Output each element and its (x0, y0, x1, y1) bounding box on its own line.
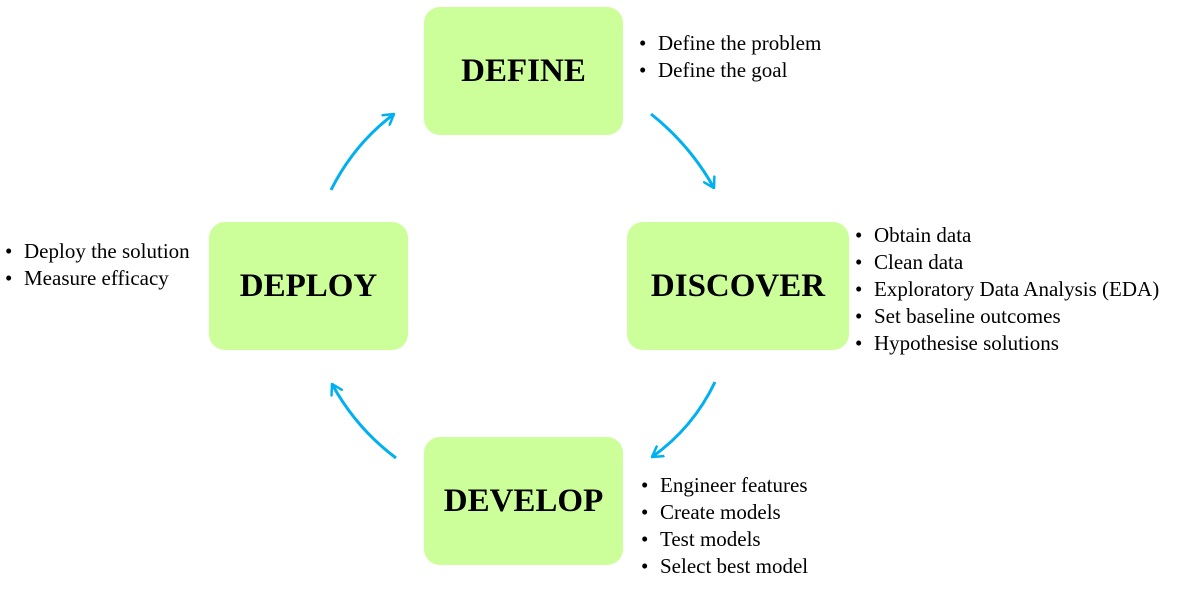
stage-title-define: DEFINE (461, 52, 586, 89)
list-item: Hypothesise solutions (855, 330, 1159, 357)
list-item: Clean data (855, 249, 1159, 276)
list-item: Set baseline outcomes (855, 303, 1159, 330)
arrow-define-to-discover (650, 112, 714, 188)
stage-title-discover: DISCOVER (650, 267, 826, 304)
stage-title-develop: DEVELOP (443, 482, 604, 519)
list-item: Engineer features (641, 472, 808, 499)
list-item: Obtain data (855, 222, 1159, 249)
list-item: Deploy the solution (5, 238, 190, 265)
list-item: Define the goal (639, 57, 821, 84)
list-item: Exploratory Data Analysis (EDA) (855, 276, 1159, 303)
list-item: Create models (641, 499, 808, 526)
stage-box-deploy: DEPLOY (209, 222, 408, 350)
stage-list-define: Define the problem Define the goal (639, 30, 821, 84)
list-item: Test models (641, 526, 808, 553)
stage-list-discover: Obtain data Clean data Exploratory Data … (855, 222, 1159, 357)
stage-list-deploy: Deploy the solution Measure efficacy (5, 238, 190, 292)
list-item: Define the problem (639, 30, 821, 57)
stage-box-discover: DISCOVER (627, 222, 849, 350)
stage-title-deploy: DEPLOY (239, 267, 378, 304)
stage-list-develop: Engineer features Create models Test mod… (641, 472, 808, 580)
arrow-discover-to-develop (652, 381, 717, 457)
arrow-deploy-to-define (329, 114, 394, 191)
stage-box-develop: DEVELOP (424, 437, 623, 565)
list-item: Measure efficacy (5, 265, 190, 292)
arrow-develop-to-deploy (332, 384, 397, 460)
stage-box-define: DEFINE (424, 7, 623, 135)
list-item: Select best model (641, 553, 808, 580)
